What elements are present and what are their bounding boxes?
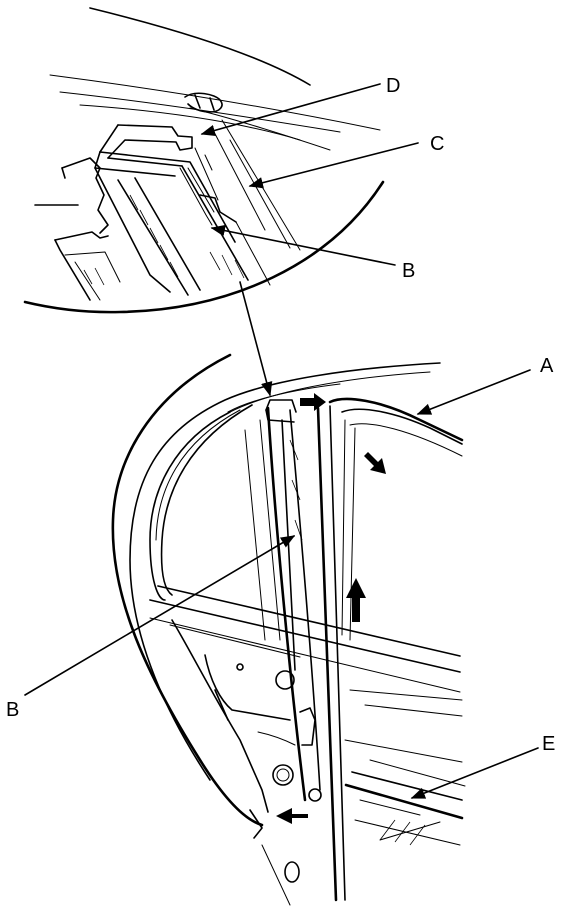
direction-arrows <box>276 393 386 824</box>
label-e: E <box>542 733 555 755</box>
arrow-right-icon <box>300 393 326 411</box>
callout-b-upper-leader <box>210 224 396 266</box>
arrow-up-icon <box>346 578 366 622</box>
arrow-down-right-icon <box>364 452 386 474</box>
callout-b-lower-leader <box>24 535 296 696</box>
door-frame-view <box>111 353 466 906</box>
callout-d-leader <box>200 83 381 137</box>
label-a: A <box>540 355 554 377</box>
label-b-lower: B <box>6 699 19 721</box>
callouts <box>24 83 539 799</box>
callout-c-leader <box>248 142 419 189</box>
label-b-upper: B <box>402 260 415 282</box>
detail-inset <box>23 7 385 314</box>
callout-e-leader <box>410 747 539 799</box>
arrow-left-icon <box>276 808 308 824</box>
callout-a-leader <box>416 369 531 415</box>
label-c: C <box>430 133 444 155</box>
detail-connector-arrow <box>239 281 273 397</box>
label-d: D <box>386 75 400 97</box>
